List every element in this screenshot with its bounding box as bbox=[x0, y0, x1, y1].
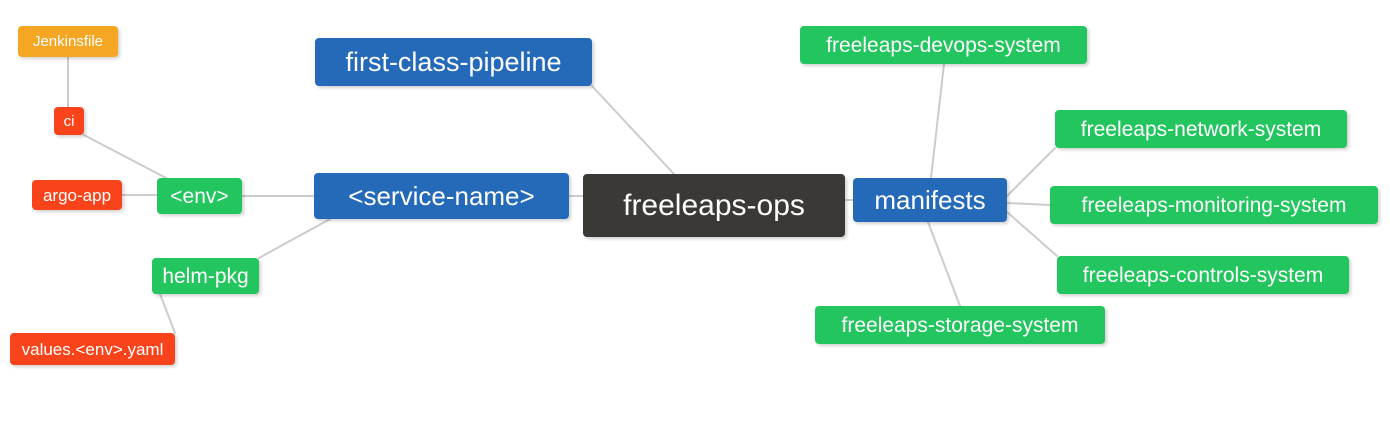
node-label-monitoring-system: freeleaps-monitoring-system bbox=[1081, 193, 1347, 217]
node-devops-system[interactable]: freeleaps-devops-system bbox=[800, 26, 1087, 64]
node-label-first-class-pipeline: first-class-pipeline bbox=[345, 46, 562, 77]
edge-manifests-to-monitoring-system bbox=[1006, 202, 1051, 206]
node-label-network-system: freeleaps-network-system bbox=[1080, 117, 1322, 141]
edge-manifests-to-network-system bbox=[1006, 147, 1056, 197]
node-label-argo-app: argo-app bbox=[42, 185, 112, 205]
edge-manifests-to-devops-system bbox=[930, 63, 945, 179]
edge-first-class-pipeline-to-root bbox=[591, 85, 675, 175]
node-root[interactable]: freeleaps-ops bbox=[583, 174, 845, 237]
edge-manifests-to-controls-system bbox=[1006, 211, 1058, 257]
node-label-storage-system: freeleaps-storage-system bbox=[841, 313, 1079, 337]
node-label-ci: ci bbox=[63, 112, 75, 130]
node-network-system[interactable]: freeleaps-network-system bbox=[1055, 110, 1347, 148]
node-values-yaml[interactable]: values.<env>.yaml bbox=[10, 333, 175, 365]
node-first-class-pipeline[interactable]: first-class-pipeline bbox=[315, 38, 592, 86]
node-label-helm-pkg: helm-pkg bbox=[162, 264, 249, 288]
node-argo-app[interactable]: argo-app bbox=[32, 180, 122, 210]
node-label-root: freeleaps-ops bbox=[623, 188, 805, 222]
node-ci[interactable]: ci bbox=[54, 107, 84, 135]
edge-ci-to-env bbox=[83, 134, 167, 179]
node-label-env: <env> bbox=[170, 184, 229, 208]
node-label-jenkinsfile: Jenkinsfile bbox=[32, 33, 104, 50]
node-label-devops-system: freeleaps-devops-system bbox=[826, 33, 1061, 57]
node-label-manifests: manifests bbox=[874, 185, 986, 215]
node-service-name[interactable]: <service-name> bbox=[314, 173, 569, 219]
node-monitoring-system[interactable]: freeleaps-monitoring-system bbox=[1050, 186, 1378, 224]
edge-helm-pkg-to-service-name bbox=[258, 218, 331, 259]
edge-manifests-to-storage-system bbox=[927, 221, 961, 307]
node-storage-system[interactable]: freeleaps-storage-system bbox=[815, 306, 1105, 344]
node-label-values-yaml: values.<env>.yaml bbox=[21, 339, 164, 359]
node-jenkinsfile[interactable]: Jenkinsfile bbox=[18, 26, 118, 57]
node-helm-pkg[interactable]: helm-pkg bbox=[152, 258, 259, 294]
node-label-service-name: <service-name> bbox=[348, 181, 535, 211]
node-env[interactable]: <env> bbox=[157, 178, 242, 214]
node-manifests[interactable]: manifests bbox=[853, 178, 1007, 222]
edge-values-yaml-to-helm-pkg bbox=[159, 293, 176, 334]
node-label-controls-system: freeleaps-controls-system bbox=[1082, 263, 1324, 287]
node-controls-system[interactable]: freeleaps-controls-system bbox=[1057, 256, 1349, 294]
